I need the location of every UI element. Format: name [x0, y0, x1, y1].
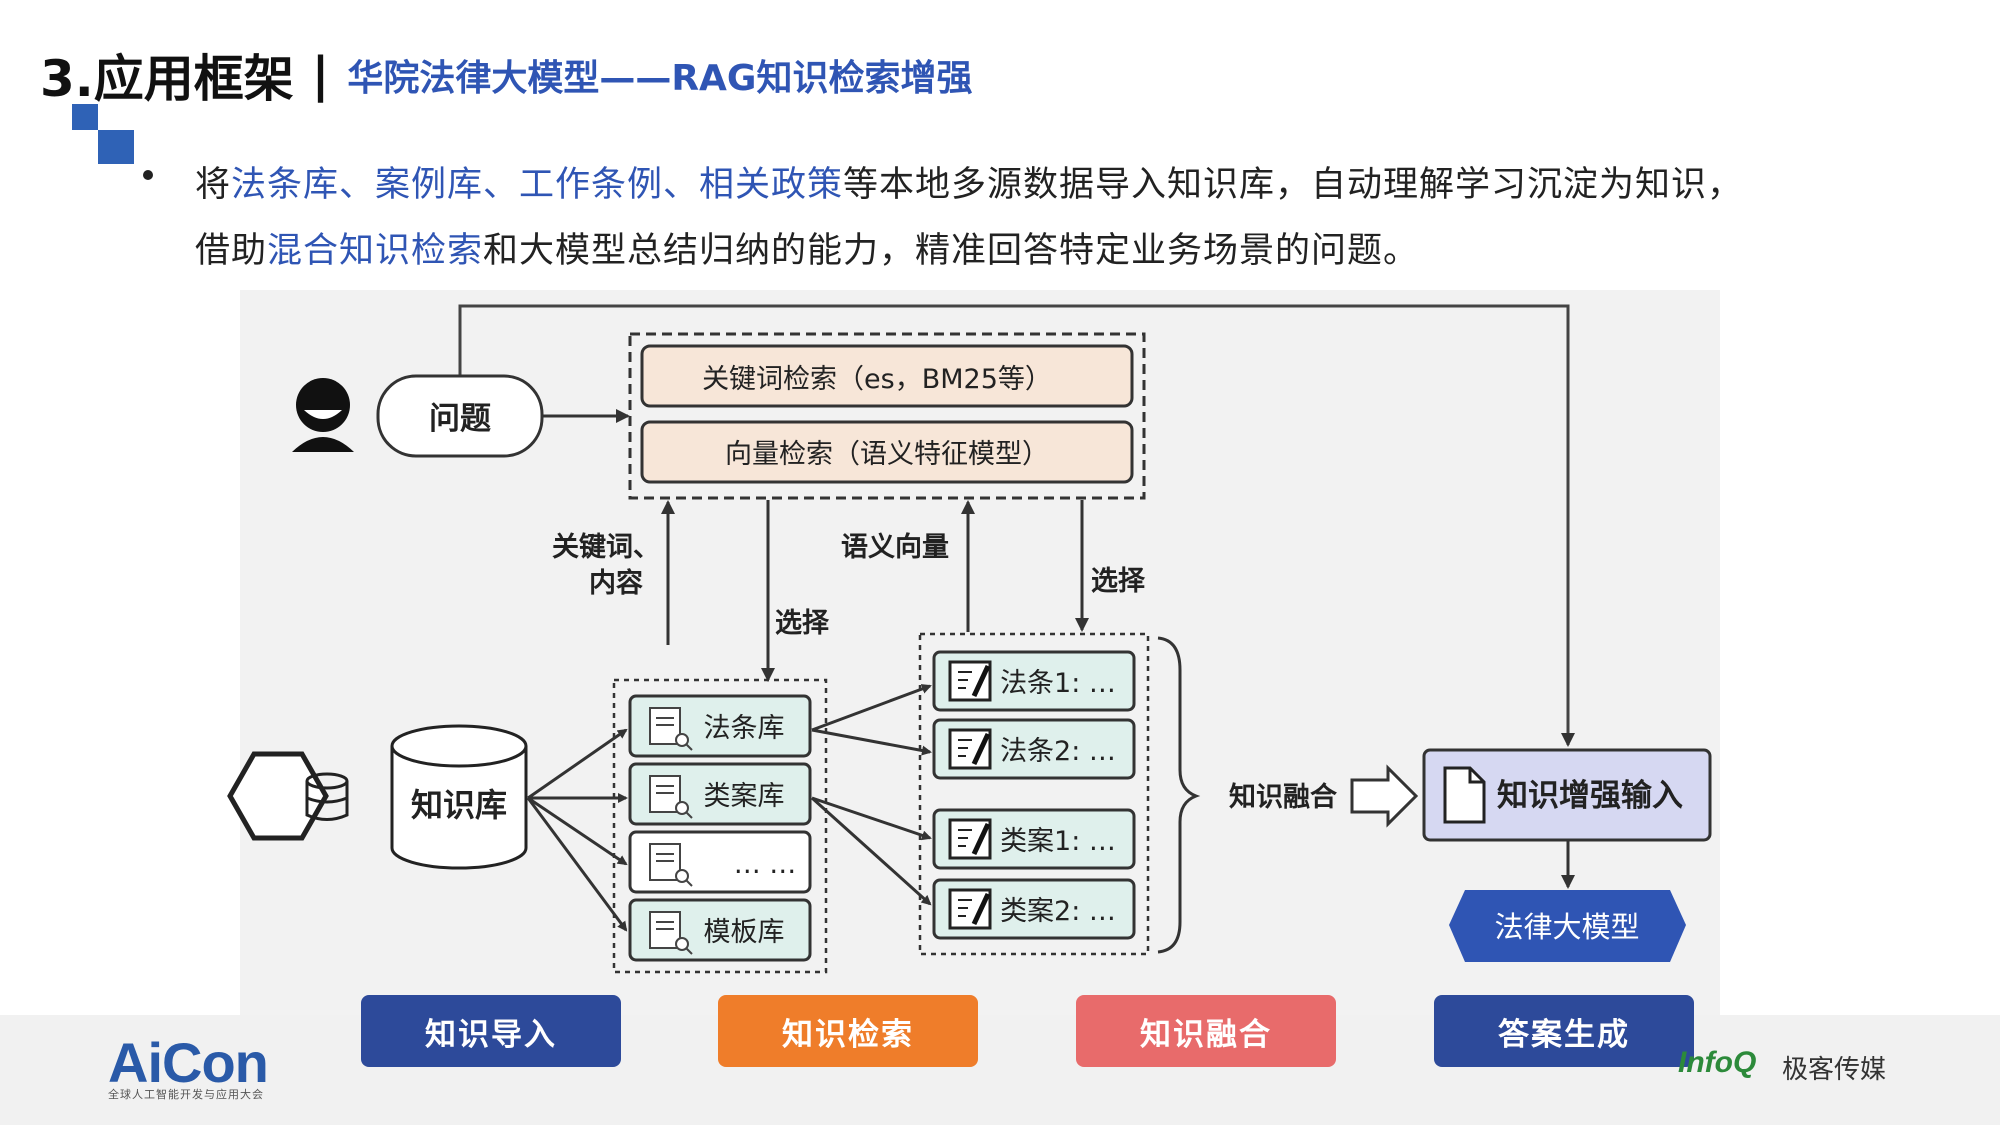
edit-document-icon	[948, 888, 992, 930]
retriever-container	[628, 332, 1146, 500]
document-search-icon	[649, 911, 693, 955]
page-title: 3.应用框架	[40, 50, 294, 108]
library-label: 模板库	[704, 917, 785, 948]
result-label: 类案2: …	[1000, 896, 1116, 927]
decor-square-small	[72, 104, 98, 130]
stage-knowledge-import: 知识导入	[361, 995, 621, 1067]
knowledge-base-label: 知识库	[411, 786, 507, 824]
library-container	[612, 678, 828, 974]
knowledge-base-cylinder	[390, 724, 528, 870]
bullet-text: 等本地多源数据导入知识库，自动理解学习沉淀为知识，	[843, 165, 1744, 205]
library-label: … …	[734, 849, 797, 880]
edit-document-icon	[948, 660, 992, 702]
bypass-arrow	[458, 304, 1575, 747]
bullet-highlight: 混合知识检索	[267, 231, 484, 271]
database-icon	[227, 751, 349, 841]
result-label: 法条1: …	[1000, 668, 1116, 699]
bullet-line-2: 借助混合知识检索和大模型总结归纳的能力，精准回答特定业务场景的问题。	[195, 222, 1419, 273]
kb-to-lib-arrow	[526, 797, 628, 932]
result-label: 类案1: …	[1000, 826, 1116, 857]
bullet-highlight: 法条库、案例库、工作条例、相关政策	[231, 165, 844, 205]
results-container	[918, 632, 1150, 956]
user-icon	[292, 378, 354, 452]
infoq-logo: InfoQ	[1678, 1046, 1757, 1079]
aicon-logo: AiCon	[108, 1031, 269, 1094]
lib-to-result-arrow	[811, 728, 932, 756]
lib-to-result-arrow	[811, 684, 932, 732]
stage-answer-generation: 答案生成	[1434, 995, 1694, 1067]
fusion-arrow	[1350, 764, 1419, 828]
edit-document-icon	[948, 818, 992, 860]
library-label: 法条库	[704, 713, 785, 744]
vector-retriever-box	[640, 420, 1134, 484]
library-label: 类案库	[704, 781, 785, 812]
page-header: 3.应用框架 | 华院法律大模型——RAG知识检索增强	[40, 40, 972, 110]
bullet-text: 将	[195, 165, 232, 205]
results-brace	[1157, 636, 1201, 954]
stage-knowledge-fusion: 知识融合	[1076, 995, 1336, 1067]
llm-label: 法律大模型	[1494, 910, 1639, 944]
enhanced-input-label: 知识增强输入	[1497, 778, 1683, 814]
keyword-retriever-box	[640, 344, 1134, 408]
bullet-text: 和大模型总结归纳的能力，精准回答特定业务场景的问题。	[483, 231, 1420, 271]
document-icon	[1443, 766, 1486, 824]
keywords-label-1: 关键词、	[552, 531, 660, 563]
result-label: 法条2: …	[1000, 736, 1116, 767]
title-separator: |	[311, 47, 330, 103]
document-search-icon	[649, 707, 693, 751]
bullet-dot	[143, 170, 153, 180]
fusion-label: 知识融合	[1229, 781, 1337, 813]
kb-to-lib-arrow	[527, 728, 628, 800]
select-label-1: 选择	[775, 608, 830, 639]
document-search-icon	[649, 843, 693, 887]
vector-retriever-label: 向量检索（语义特征模型）	[725, 439, 1049, 470]
select-label-2: 选择	[1091, 566, 1146, 597]
lib-to-result-arrow	[811, 796, 932, 841]
document-search-icon	[649, 775, 693, 819]
semantic-label: 语义向量	[841, 531, 949, 563]
aicon-logo-subtitle: 全球人工智能开发与应用大会	[108, 1088, 264, 1101]
keywords-label-2: 内容	[589, 567, 643, 599]
edit-document-icon	[948, 728, 992, 770]
lib-to-result-arrow	[810, 796, 932, 906]
page-subtitle: 华院法律大模型——RAG知识检索增强	[347, 58, 973, 99]
llm-box	[1449, 890, 1686, 962]
geek-media-logo: 极客传媒	[1782, 1055, 1887, 1085]
keyword-retriever-label: 关键词检索（es，BM25等）	[702, 364, 1052, 395]
decor-square-large	[98, 130, 134, 164]
stage-knowledge-retrieval: 知识检索	[718, 995, 978, 1067]
bullet-line-1: 将法条库、案例库、工作条例、相关政策等本地多源数据导入知识库，自动理解学习沉淀为…	[195, 156, 1743, 207]
bullet-text: 借助	[195, 231, 268, 271]
question-label: 问题	[429, 401, 491, 437]
kb-to-lib-arrow	[527, 796, 628, 866]
